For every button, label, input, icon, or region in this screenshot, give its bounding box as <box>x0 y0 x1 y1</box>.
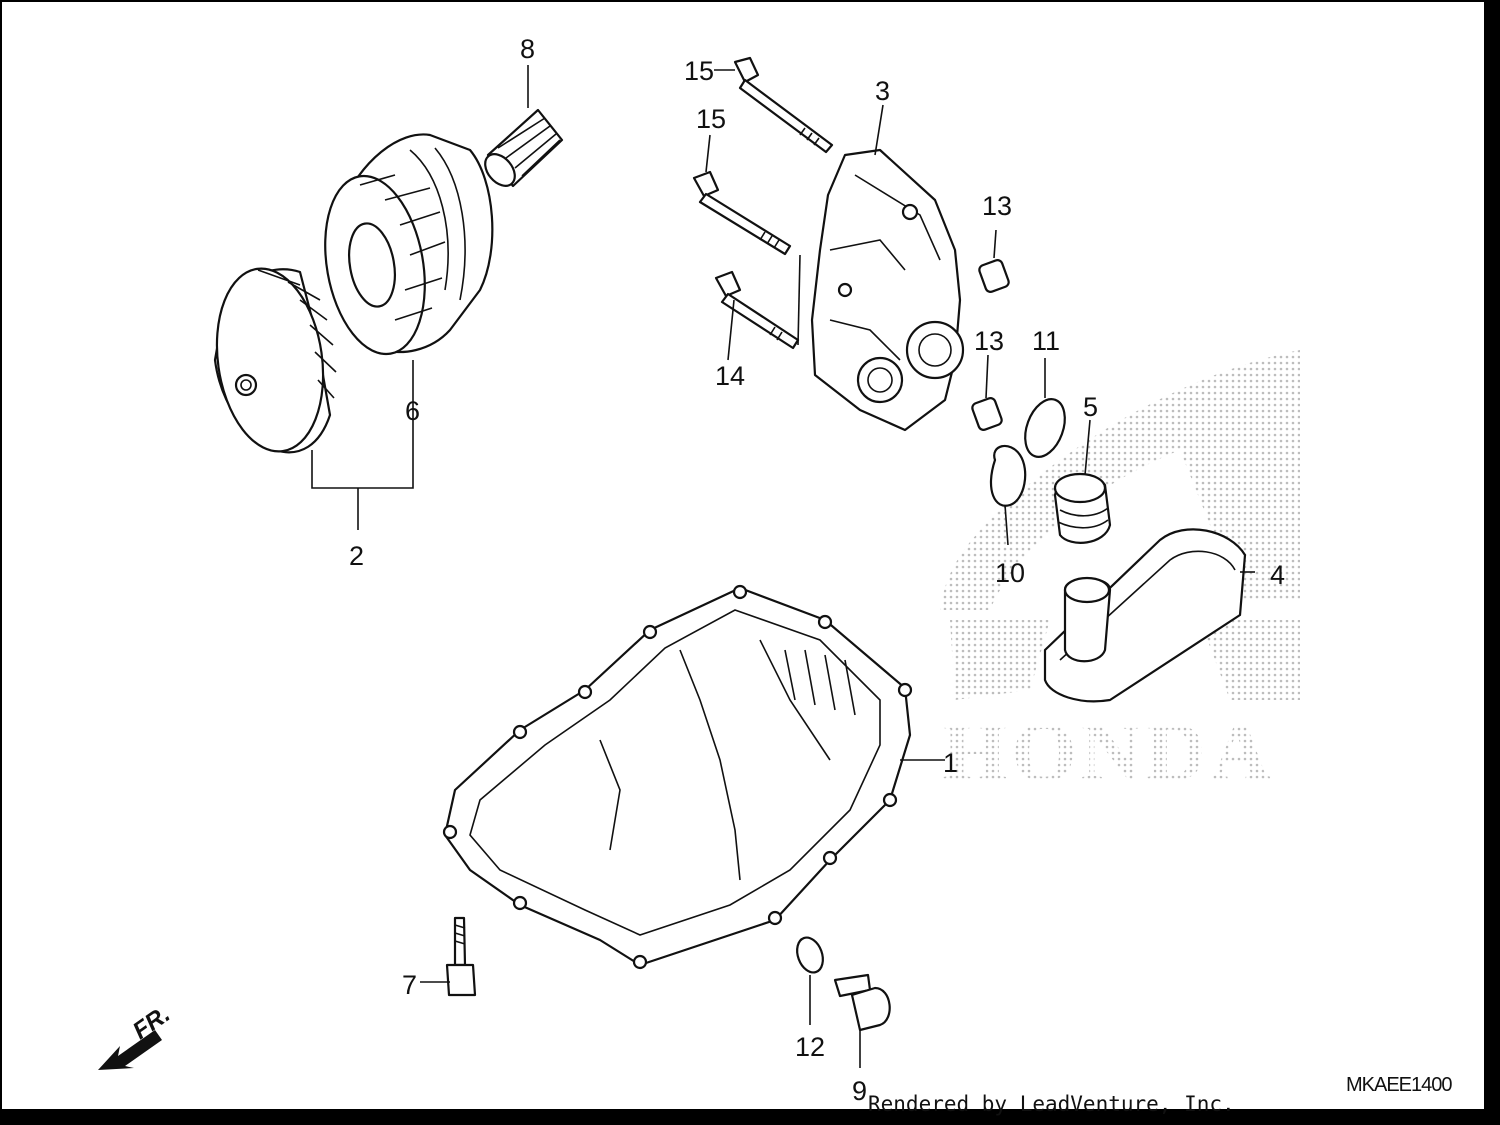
oil-pan-bolt <box>445 916 477 997</box>
flange-bolt-upper <box>733 56 834 154</box>
oil-pan <box>442 584 913 970</box>
front-direction-arrow <box>98 1030 162 1070</box>
callout-2: 2 <box>349 541 364 571</box>
callout-3: 3 <box>875 76 890 106</box>
oil-pump-body <box>810 148 965 432</box>
dowel-pin-upper <box>978 259 1010 293</box>
sealing-washer <box>796 936 824 974</box>
callout-13-lower: 13 <box>974 326 1004 356</box>
callout-7: 7 <box>402 970 417 1000</box>
callout-5: 5 <box>1083 392 1098 422</box>
oil-filter-element <box>324 133 494 356</box>
callout-10: 10 <box>995 558 1025 588</box>
callout-13-upper: 13 <box>982 191 1012 221</box>
pump-bolt <box>714 270 800 350</box>
diagram-code: MKAEE1400 <box>1346 1074 1453 1096</box>
strainer-collar <box>1053 472 1112 544</box>
callout-12: 12 <box>795 1032 825 1062</box>
o-ring-gasket <box>990 444 1027 507</box>
callout-9: 9 <box>852 1076 867 1106</box>
callout-8: 8 <box>520 34 535 64</box>
flange-bolt-lower <box>692 170 792 256</box>
leader-lines <box>311 65 1255 1068</box>
drain-bolt <box>833 973 891 1032</box>
front-direction-label: FR. <box>128 1001 175 1045</box>
callout-11: 11 <box>1032 326 1060 356</box>
o-ring <box>1024 398 1066 458</box>
dowel-pin-lower <box>971 397 1003 431</box>
oil-strainer <box>1043 528 1247 703</box>
callout-15-lower: 15 <box>696 104 726 134</box>
callout-15-upper: 15 <box>684 56 714 86</box>
callout-1: 1 <box>943 748 958 778</box>
threaded-stud <box>484 108 564 188</box>
callout-4: 4 <box>1270 560 1285 590</box>
oil-filter-canister <box>213 267 337 454</box>
callout-6: 6 <box>405 396 420 426</box>
callout-14: 14 <box>715 361 745 391</box>
honda-wordmark-watermark: HONDA <box>942 706 1275 799</box>
honda-wing-watermark <box>940 350 1300 700</box>
render-credit: Rendered by LeadVenture, Inc. <box>868 1092 1235 1116</box>
